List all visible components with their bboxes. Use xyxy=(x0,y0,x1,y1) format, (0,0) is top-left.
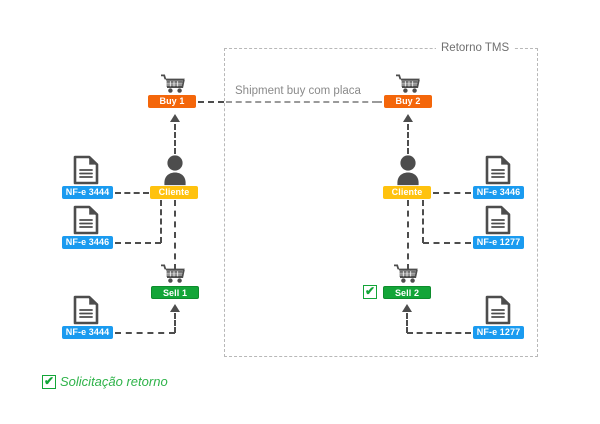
connector-cliente1-to-sell1 xyxy=(174,200,176,270)
person-icon xyxy=(396,155,420,186)
legend-checkbox-icon: ✔ xyxy=(42,374,56,389)
connector-branch1-vertical xyxy=(160,200,162,243)
node-nfe-3444-sell-left[interactable]: NF-e 3444 xyxy=(62,326,113,339)
connector-cliente1-to-buy1 xyxy=(174,124,176,154)
document-icon xyxy=(485,205,511,235)
node-nfe-1277-right-lower[interactable]: NF-e 1277 xyxy=(473,236,524,249)
connector-branch2-vertical xyxy=(422,200,424,243)
connector-buy1-to-tms xyxy=(198,101,224,103)
cart-icon xyxy=(161,74,187,94)
node-nfe-3446-left-lower[interactable]: NF-e 3446 xyxy=(62,236,113,249)
node-sell-2[interactable]: Sell 2 xyxy=(383,286,431,299)
connector-nfe3444-to-cliente1 xyxy=(115,192,149,194)
arrow-nfe3444-to-sell1 xyxy=(170,304,180,312)
cart-icon xyxy=(396,74,422,94)
retorno-tms-title: Retorno TMS xyxy=(436,41,515,56)
connector-nfe1277-to-sell2 xyxy=(407,332,471,334)
document-icon xyxy=(73,295,99,325)
connector-shipment-line xyxy=(226,101,378,103)
document-icon xyxy=(73,205,99,235)
node-nfe-3446-right-upper[interactable]: NF-e 3446 xyxy=(473,186,524,199)
connector-nfe3446-to-branch1 xyxy=(115,242,161,244)
connector-cliente2-to-buy2 xyxy=(407,124,409,154)
retorno-tms-container xyxy=(224,48,538,357)
node-buy-2[interactable]: Buy 2 xyxy=(384,95,432,108)
connector-cliente2-to-nfe3446 xyxy=(433,192,471,194)
person-icon xyxy=(163,155,187,186)
document-icon xyxy=(485,155,511,185)
node-sell-1[interactable]: Sell 1 xyxy=(151,286,199,299)
arrow-cliente1-to-buy1 xyxy=(170,114,180,122)
node-buy-1[interactable]: Buy 1 xyxy=(148,95,196,108)
arrow-cliente2-to-buy2 xyxy=(403,114,413,122)
shipment-annotation: Shipment buy com placa xyxy=(232,84,364,99)
connector-nfe3444-to-sell1 xyxy=(115,332,175,334)
cart-icon xyxy=(394,264,420,284)
connector-sell1-riser xyxy=(174,313,176,333)
node-nfe-3444-left-upper[interactable]: NF-e 3444 xyxy=(62,186,113,199)
node-cliente-left[interactable]: Cliente xyxy=(150,186,198,199)
node-cliente-right[interactable]: Cliente xyxy=(383,186,431,199)
document-icon xyxy=(485,295,511,325)
connector-branch2-to-nfe1277 xyxy=(423,242,471,244)
connector-cliente2-to-sell2 xyxy=(407,200,409,270)
cart-icon xyxy=(161,264,187,284)
connector-sell2-riser xyxy=(406,313,408,333)
document-icon xyxy=(73,155,99,185)
legend-label: Solicitação retorno xyxy=(60,374,168,389)
node-nfe-1277-sell-right[interactable]: NF-e 1277 xyxy=(473,326,524,339)
connector-shipment-line-end xyxy=(378,101,382,103)
arrow-nfe1277-to-sell2 xyxy=(402,304,412,312)
sell-2-return-checkbox[interactable]: ✔ xyxy=(363,284,377,299)
